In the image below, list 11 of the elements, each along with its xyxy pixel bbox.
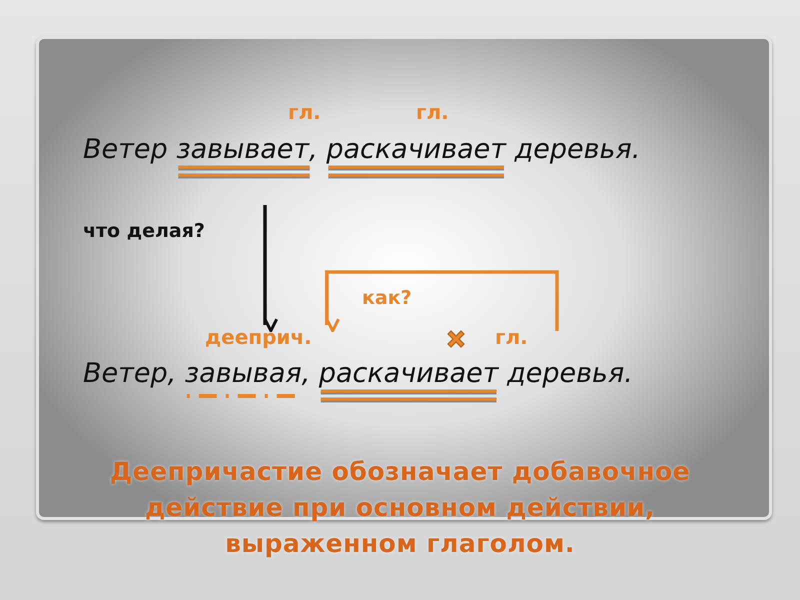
caption: Деепричастие обозначает добавочное действие при основном действии, выраженном глаголом. (108, 456, 692, 560)
arrow (263, 205, 278, 332)
sentence: Ветер завывает, раскачивает деревья. (83, 134, 640, 165)
part-of-speech-label: гл. (416, 100, 449, 124)
edge-label: как? (362, 287, 412, 309)
part-of-speech-label: гл. (495, 325, 557, 349)
sentence: Ветер, завывая, раскачивает деревья. (83, 358, 633, 389)
edge-label: что делая? (83, 220, 205, 242)
part-of-speech-label: гл. (288, 100, 321, 124)
part-of-speech-label: дееприч. (205, 325, 345, 349)
arrow (325, 270, 559, 332)
